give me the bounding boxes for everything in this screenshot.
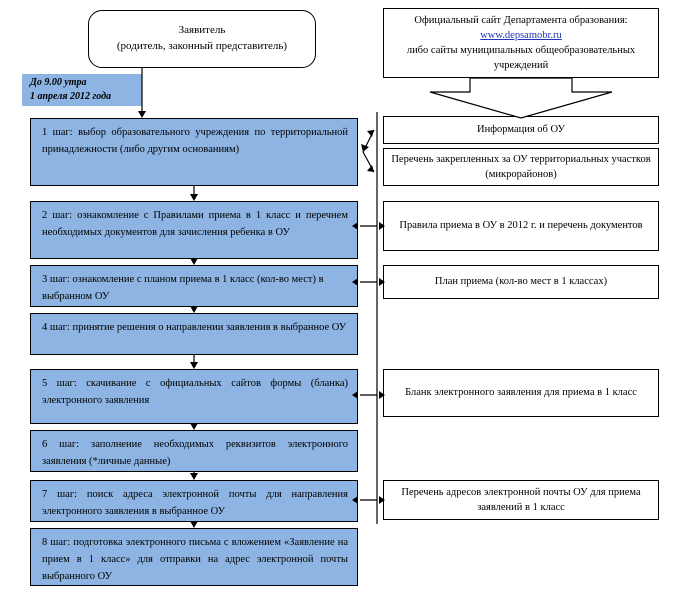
step-4-text: 4 шаг: принятие решения о направлении за… (42, 322, 347, 333)
resource-emails-box: Перечень адресов электронной почты ОУ дл… (383, 480, 659, 520)
step-7-text: 7 шаг: поиск адреса электронной почты дл… (42, 489, 348, 517)
resource-rules-box: Правила приема в ОУ в 2012 г. и перечень… (383, 201, 659, 251)
step-4-box: 4 шаг: принятие решения о направлении за… (30, 313, 358, 355)
official-site-line-1: Официальный сайт Департамента образовани… (414, 14, 628, 26)
official-site-line-3: либо сайты муниципальных общеобразовател… (406, 45, 636, 56)
deadline-note-line-1: До 9.00 утра (30, 76, 87, 88)
resource-territories-text: Перечень закрепленных за ОУ территориаль… (391, 153, 651, 180)
resource-territories-box: Перечень закрепленных за ОУ территориаль… (383, 148, 659, 186)
deadline-note: До 9.00 утра 1 апреля 2012 года (22, 74, 142, 106)
step-5-box: 5 шаг: скачивание с официальных сайтов ф… (30, 369, 358, 424)
resource-form-text: Бланк электронного заявления для приема … (405, 387, 637, 399)
step-2-text: 2 шаг: ознакомление с Правилами приема в… (42, 210, 348, 238)
step-5-text: 5 шаг: скачивание с официальных сайтов ф… (42, 378, 348, 406)
official-site-box: Официальный сайт Департамента образовани… (383, 8, 659, 78)
step-7-box: 7 шаг: поиск адреса электронной почты дл… (30, 480, 358, 522)
resource-form-box: Бланк электронного заявления для приема … (383, 369, 659, 417)
block-arrow-down-icon (429, 77, 613, 119)
applicant-line-1: Заявитель (178, 24, 226, 37)
resource-plan-box: План приема (кол-во мест в 1 классах) (383, 265, 659, 299)
resource-info-ou-text: Информация об ОУ (477, 124, 565, 136)
step-1-box: 1 шаг: выбор образовательного учреждения… (30, 118, 358, 186)
step-8-box: 8 шаг: подготовка электронного письма с … (30, 528, 358, 586)
step-8-text: 8 шаг: подготовка электронного письма с … (42, 537, 348, 582)
resource-info-ou-box: Информация об ОУ (383, 116, 659, 144)
official-site-line-4: учреждений (493, 60, 549, 72)
resource-emails-text: Перечень адресов электронной почты ОУ дл… (401, 486, 641, 513)
step-2-box: 2 шаг: ознакомление с Правилами приема в… (30, 201, 358, 259)
resource-rules-text: Правила приема в ОУ в 2012 г. и перечень… (399, 220, 643, 232)
step-1-text: 1 шаг: выбор образовательного учреждения… (42, 127, 348, 155)
resource-plan-text: План приема (кол-во мест в 1 классах) (434, 276, 608, 288)
step-3-box: 3 шаг: ознакомление с планом приема в 1 … (30, 265, 358, 307)
step-6-box: 6 шаг: заполнение необходимых реквизитов… (30, 430, 358, 472)
deadline-note-line-2: 1 апреля 2012 года (30, 91, 112, 102)
depsamobr-link[interactable]: www.depsamobr.ru (480, 29, 562, 41)
applicant-box: Заявитель (родитель, законный представит… (88, 10, 316, 68)
step-3-text: 3 шаг: ознакомление с планом приема в 1 … (42, 274, 324, 302)
step-6-text: 6 шаг: заполнение необходимых реквизитов… (42, 439, 348, 467)
applicant-line-2: (родитель, законный представитель) (116, 40, 288, 52)
